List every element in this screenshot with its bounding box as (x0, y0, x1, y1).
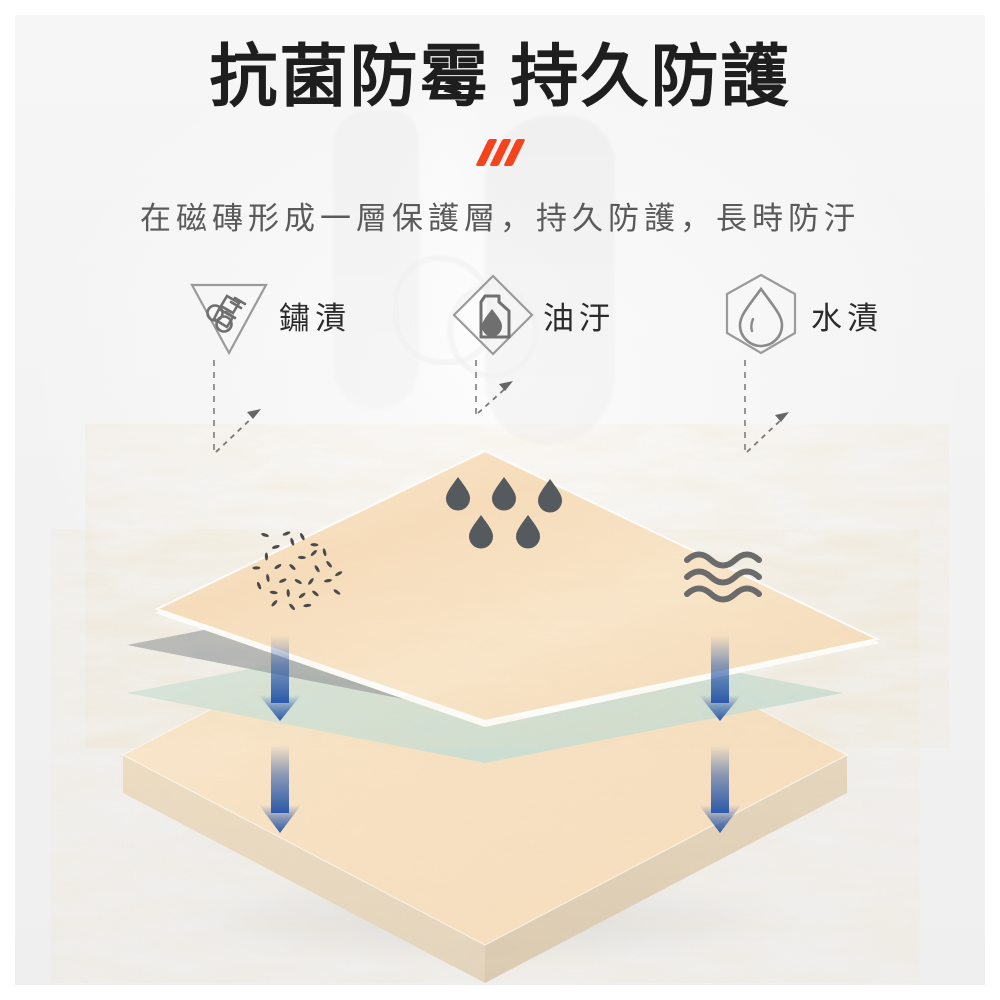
page-subtitle: 在磁磚形成一層保護層，持久防護，長時防汙 (140, 201, 860, 236)
stain-item-water: 水漬 (715, 269, 883, 361)
stain-item-rust: 鏽漬 (183, 269, 351, 361)
arrow-left-upper (259, 635, 301, 721)
base-tile-slab (121, 566, 849, 983)
watermark-brand-text (111, 715, 751, 945)
infographic-canvas: 抗菌防霉 持久防護 在磁磚形成一層保護層，持久防護，長時防汙 (15, 15, 985, 985)
antibacterial-coat-layer (127, 575, 843, 715)
water-drop-hexagon-icon (715, 269, 807, 361)
bacteria-specks (252, 531, 343, 611)
page-title: 抗菌防霉 持久防護 (209, 39, 791, 115)
rust-triangle-icon (183, 269, 275, 361)
arrow-left-lower (259, 745, 301, 833)
title-accent-slashes (15, 137, 985, 167)
arrow-right-lower (699, 745, 741, 833)
oil-can-diamond-icon (447, 269, 539, 361)
stain-label-oil: 油汙 (543, 300, 615, 336)
stain-item-oil: 油汙 (447, 269, 615, 361)
guide-arrowhead-oil (499, 381, 513, 391)
water-droplets (446, 477, 562, 549)
guide-arrowhead-rust (247, 409, 261, 419)
sealant-mint-layer (127, 623, 843, 763)
guide-bounce-oil (477, 386, 508, 414)
guide-arrowhead-water (775, 412, 789, 422)
guide-bounce-water (746, 417, 784, 453)
stain-label-rust: 鏽漬 (279, 300, 351, 336)
water-wave-lines (684, 551, 762, 603)
guide-bounce-rust (215, 414, 256, 453)
protective-tile-surface (154, 449, 881, 727)
stain-type-row: 鏽漬 油汙 水漬 (15, 267, 985, 377)
slab-ground-shadow (155, 872, 815, 968)
stain-label-water: 水漬 (811, 300, 883, 336)
arrow-right-upper (699, 635, 741, 721)
